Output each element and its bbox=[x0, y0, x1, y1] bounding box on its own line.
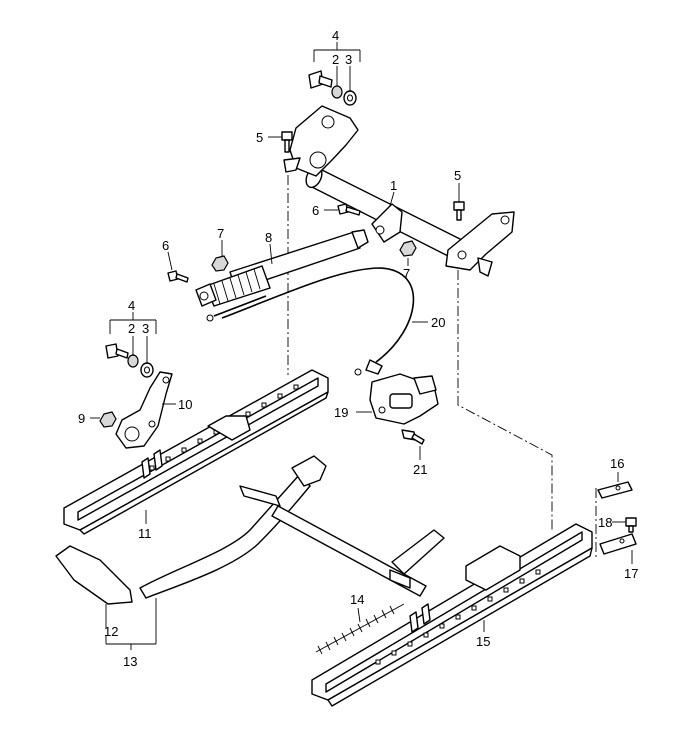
callout-2-left: 2 bbox=[128, 321, 135, 336]
callout-11: 11 bbox=[138, 526, 152, 541]
callout-15: 15 bbox=[476, 634, 490, 649]
callout-4-left: 4 bbox=[128, 298, 135, 313]
part-19-release-housing bbox=[369, 373, 439, 425]
part-11-left-rail bbox=[63, 369, 329, 535]
bolt-6-upper bbox=[337, 203, 361, 216]
part-17-bracket bbox=[599, 533, 637, 555]
part-16-bracket bbox=[597, 481, 633, 499]
part-8-gas-spring bbox=[195, 229, 369, 322]
callout-19: 19 bbox=[334, 405, 348, 420]
callout-12: 12 bbox=[104, 624, 118, 639]
part-13-handle-bar bbox=[139, 455, 327, 599]
callout-5-left: 5 bbox=[256, 130, 263, 145]
bolt-5-right bbox=[453, 201, 465, 221]
callout-3-left: 3 bbox=[142, 321, 149, 336]
bolt-4-top bbox=[308, 70, 333, 89]
callout-20: 20 bbox=[431, 315, 445, 330]
nut-2-top bbox=[331, 85, 343, 99]
part-14-spring bbox=[315, 603, 405, 655]
bolt-5-left bbox=[281, 131, 293, 153]
washer-3-top bbox=[343, 90, 357, 106]
callout-13: 13 bbox=[123, 654, 137, 669]
callout-9: 9 bbox=[78, 411, 85, 426]
callout-3-top: 3 bbox=[345, 52, 352, 67]
callout-2-top: 2 bbox=[332, 52, 339, 67]
callout-21: 21 bbox=[413, 462, 427, 477]
nut-9 bbox=[99, 411, 117, 428]
part-1-cross-tube bbox=[283, 105, 515, 277]
bolt-6-lower bbox=[167, 270, 189, 283]
callout-17: 17 bbox=[624, 566, 638, 581]
callout-14: 14 bbox=[350, 592, 364, 607]
callout-8: 8 bbox=[265, 230, 272, 245]
callout-5-right: 5 bbox=[454, 168, 461, 183]
callout-6-lower: 6 bbox=[162, 238, 169, 253]
nut-7-lower bbox=[211, 255, 229, 272]
callout-6-upper: 6 bbox=[312, 203, 319, 218]
callout-18: 18 bbox=[598, 515, 612, 530]
washer-3-left bbox=[140, 362, 154, 378]
callout-labels: 4 2 3 5 5 1 6 7 6 7 8 20 4 2 3 9 10 19 2… bbox=[78, 28, 638, 669]
part-18-screw bbox=[625, 517, 637, 533]
callout-7-lower: 7 bbox=[217, 226, 224, 241]
part-10-lever-plate bbox=[115, 371, 173, 449]
callout-10: 10 bbox=[178, 397, 192, 412]
nut-7-upper bbox=[399, 240, 417, 257]
callout-1: 1 bbox=[390, 178, 397, 193]
assembly-centerlines bbox=[287, 175, 597, 560]
part-12-handle-grip bbox=[55, 545, 133, 605]
callout-4-top: 4 bbox=[332, 28, 339, 43]
nut-2-left bbox=[127, 354, 139, 368]
callout-7-upper: 7 bbox=[403, 266, 410, 281]
part-20-cable bbox=[221, 267, 415, 376]
callout-16: 16 bbox=[610, 456, 624, 471]
rail-cross-member bbox=[271, 505, 445, 597]
part-21-screw bbox=[401, 429, 425, 445]
part-15-right-rail bbox=[311, 523, 593, 707]
bolt-4-left bbox=[105, 343, 129, 359]
rail-15-slots bbox=[375, 569, 541, 665]
leader-lines bbox=[90, 42, 633, 650]
